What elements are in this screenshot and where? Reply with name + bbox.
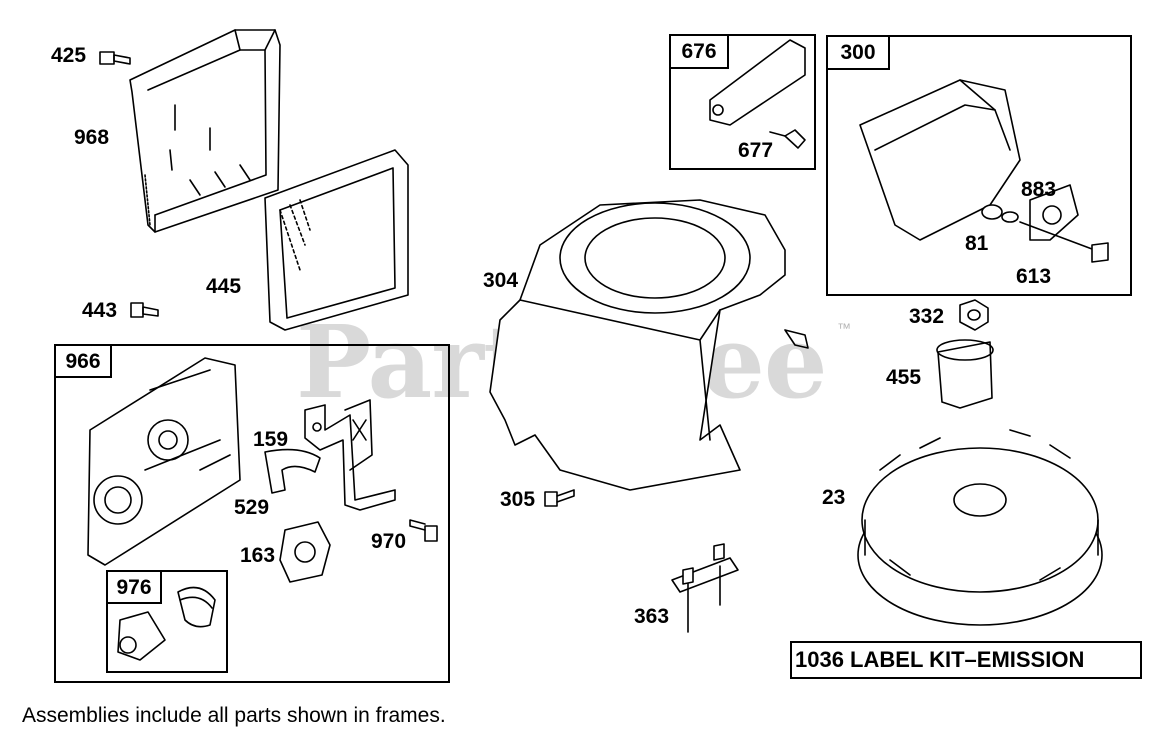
footnote: Assemblies include all parts shown in fr… xyxy=(22,704,446,727)
part-970-screw xyxy=(409,519,438,542)
label-968: 968 xyxy=(74,126,110,149)
part-81-washer xyxy=(981,204,1019,223)
part-966-carburetor-body xyxy=(87,357,241,566)
label-613: 613 xyxy=(1016,265,1052,288)
label-455: 455 xyxy=(886,366,922,389)
label-443: 443 xyxy=(82,299,118,322)
part-677-screw xyxy=(769,129,806,149)
part-332-nut xyxy=(959,299,989,331)
part-363-spacer xyxy=(671,543,739,633)
label-677: 677 xyxy=(738,139,774,162)
frame-676 xyxy=(669,34,816,170)
label-304: 304 xyxy=(483,269,519,292)
part-976-primer xyxy=(117,586,216,661)
trademark-symbol: ™ xyxy=(837,320,851,336)
part-425-bolt xyxy=(99,51,131,65)
part-529-tube xyxy=(264,448,321,494)
frame-300 xyxy=(826,35,1132,296)
label-23: 23 xyxy=(822,486,846,509)
frame-tag-676: 676 xyxy=(669,34,729,69)
part-443-screw xyxy=(130,302,159,318)
label-445: 445 xyxy=(206,275,242,298)
part-455-starter-cup xyxy=(936,339,994,409)
frame-tag-976: 976 xyxy=(106,570,162,604)
frame-tag-966: 966 xyxy=(54,344,112,378)
label-970: 970 xyxy=(371,530,407,553)
frame-976 xyxy=(106,570,228,673)
part-883-gasket xyxy=(1029,184,1079,241)
label-81: 81 xyxy=(965,232,989,255)
part-300-muffler xyxy=(859,79,1021,241)
label-363: 363 xyxy=(634,605,670,628)
label-883: 883 xyxy=(1021,178,1057,201)
part-445-filter xyxy=(264,149,409,331)
frame-966 xyxy=(54,344,450,683)
label-kit-box: 1036 LABEL KIT–EMISSION xyxy=(790,641,1142,679)
frame-tag-300: 300 xyxy=(826,35,890,70)
part-305-screw xyxy=(544,489,575,507)
label-425: 425 xyxy=(51,44,87,67)
part-676-cover-plate xyxy=(709,39,806,126)
part-304-blower-housing xyxy=(489,199,809,491)
label-159: 159 xyxy=(253,428,289,451)
part-23-flywheel xyxy=(857,429,1103,626)
part-163-gasket xyxy=(279,521,331,583)
label-163: 163 xyxy=(240,544,276,567)
part-613-bolt xyxy=(1019,221,1109,263)
label-529: 529 xyxy=(234,496,270,519)
part-159-bracket xyxy=(304,399,396,511)
label-305: 305 xyxy=(500,488,536,511)
label-332: 332 xyxy=(909,305,945,328)
part-968-air-cleaner-base xyxy=(129,29,281,233)
